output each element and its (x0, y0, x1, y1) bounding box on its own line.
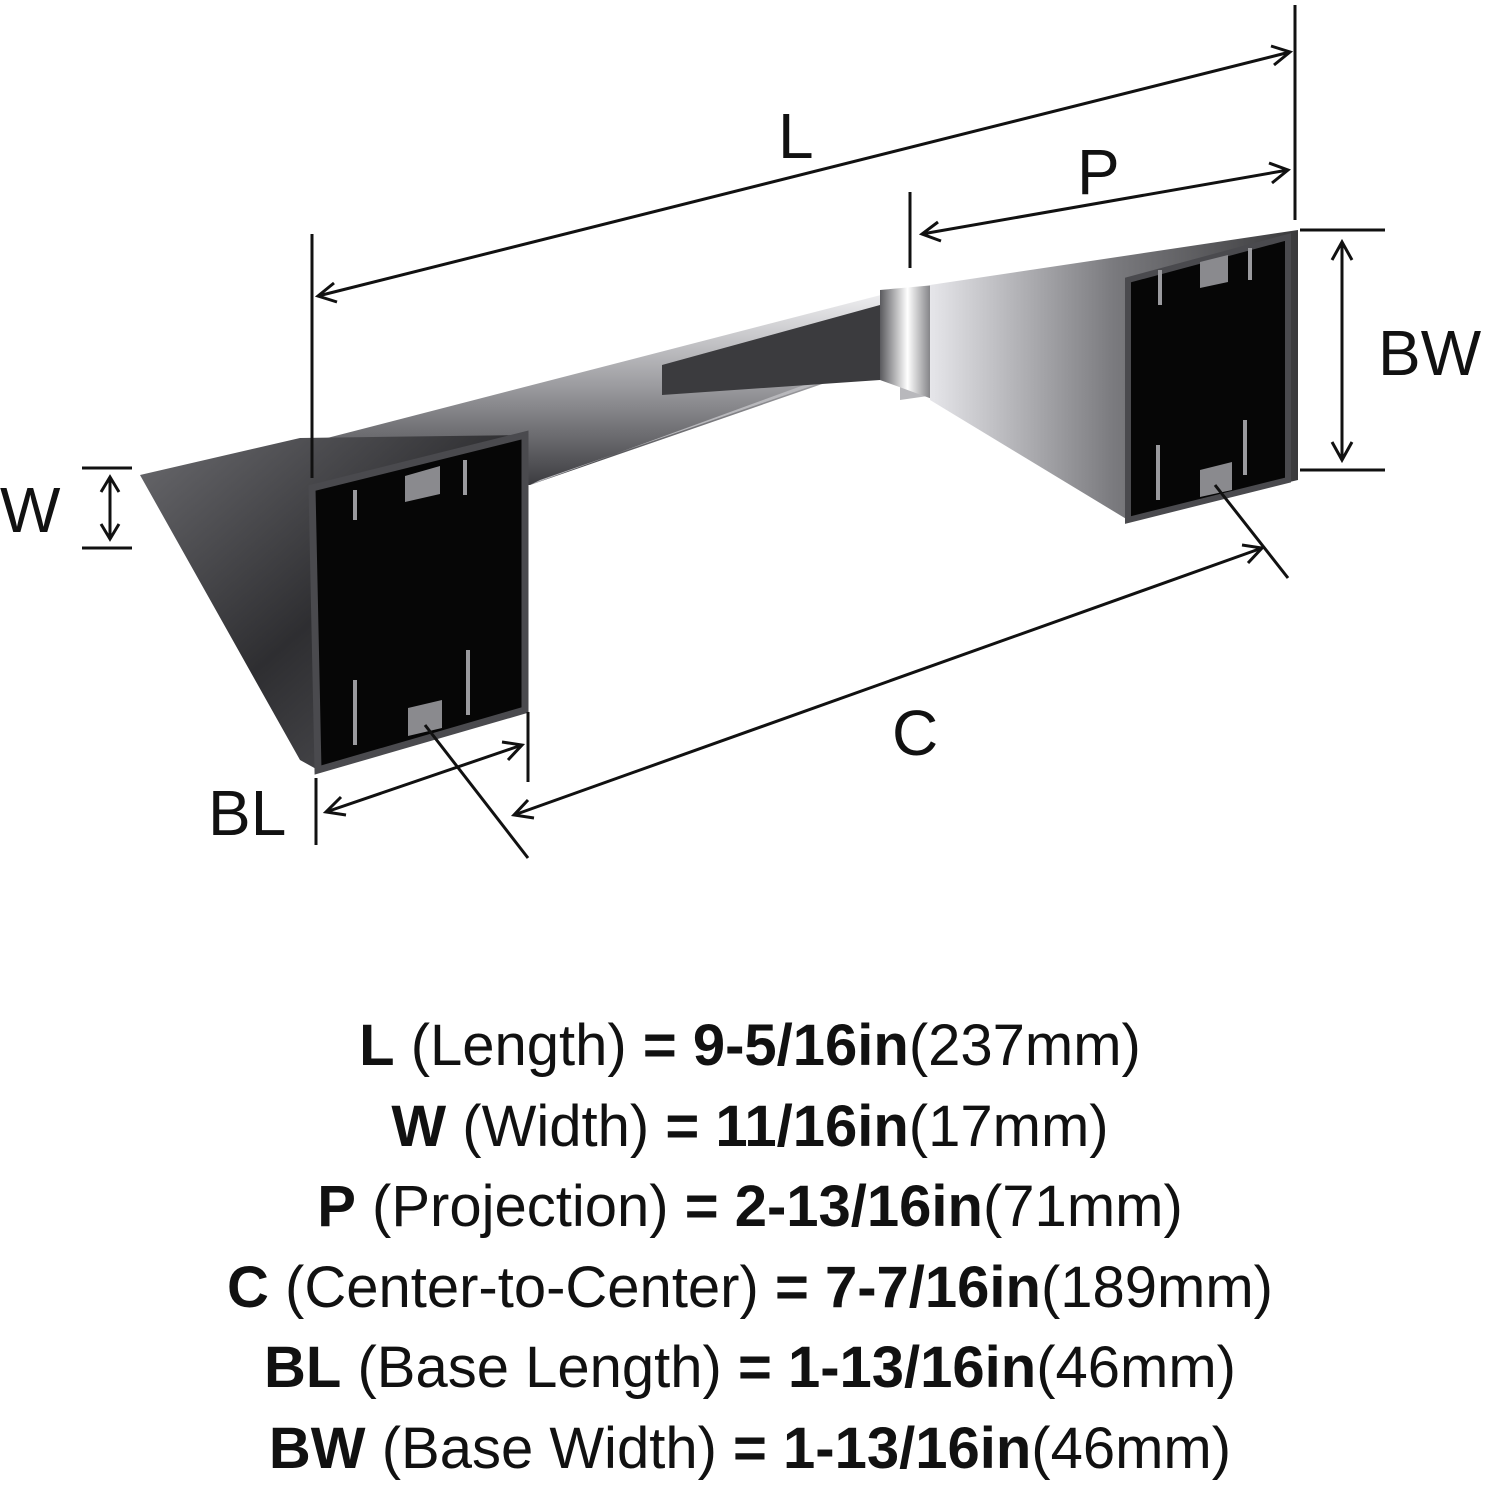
label-l: L (778, 100, 814, 172)
spec-metric: (46mm) (1031, 1416, 1231, 1481)
spec-imperial: 1-13/16in (783, 1416, 1031, 1481)
handle-bend (880, 285, 935, 400)
spec-line-center-to-center: C (Center-to-Center) = 7-7/16in(189mm) (0, 1248, 1500, 1329)
spec-code: BL (264, 1335, 341, 1400)
spec-code: W (391, 1094, 446, 1159)
spec-imperial: 2-13/16in (735, 1174, 983, 1239)
spec-metric: (17mm) (909, 1094, 1109, 1159)
spec-name: (Length) (411, 1013, 627, 1078)
spec-metric: (71mm) (983, 1174, 1183, 1239)
spec-line-length: L (Length) = 9-5/16in(237mm) (0, 1006, 1500, 1087)
spec-line-base-width: BW (Base Width) = 1-13/16in(46mm) (0, 1409, 1500, 1489)
pull-handle-diagram: L P BW W C BL (0, 0, 1500, 960)
spec-metric: (46mm) (1036, 1335, 1236, 1400)
spec-equals: = (665, 1094, 699, 1159)
label-p: P (1077, 136, 1120, 208)
handle-body (140, 230, 1298, 770)
spec-equals: = (685, 1174, 719, 1239)
spec-line-base-length: BL (Base Length) = 1-13/16in(46mm) (0, 1328, 1500, 1409)
spec-metric: (237mm) (909, 1013, 1141, 1078)
spec-imperial: 9-5/16in (693, 1013, 909, 1078)
dimension-specs: L (Length) = 9-5/16in(237mm) W (Width) =… (0, 1006, 1500, 1489)
spec-name: (Width) (462, 1094, 649, 1159)
spec-line-projection: P (Projection) = 2-13/16in(71mm) (0, 1167, 1500, 1248)
left-foot-opening (312, 435, 525, 770)
spec-line-width: W (Width) = 11/16in(17mm) (0, 1087, 1500, 1168)
c-dimension-line (514, 548, 1262, 815)
spec-equals: = (733, 1416, 767, 1481)
spec-name: (Center-to-Center) (285, 1255, 759, 1320)
label-bw: BW (1378, 317, 1482, 389)
spec-code: C (227, 1255, 269, 1320)
spec-equals: = (738, 1335, 772, 1400)
spec-equals: = (775, 1255, 809, 1320)
label-c: C (892, 697, 938, 769)
spec-code: L (359, 1013, 394, 1078)
spec-equals: = (643, 1013, 677, 1078)
spec-code: BW (269, 1416, 366, 1481)
label-bl: BL (208, 777, 286, 849)
spec-imperial: 1-13/16in (788, 1335, 1036, 1400)
c-leader-right (1215, 485, 1288, 578)
spec-code: P (317, 1174, 356, 1239)
label-w: W (0, 474, 61, 546)
right-foot-opening (1128, 237, 1288, 520)
spec-name: (Projection) (372, 1174, 669, 1239)
spec-name: (Base Length) (357, 1335, 721, 1400)
spec-name: (Base Width) (382, 1416, 717, 1481)
spec-metric: (189mm) (1041, 1255, 1273, 1320)
spec-imperial: 7-7/16in (825, 1255, 1041, 1320)
spec-imperial: 11/16in (715, 1094, 908, 1159)
